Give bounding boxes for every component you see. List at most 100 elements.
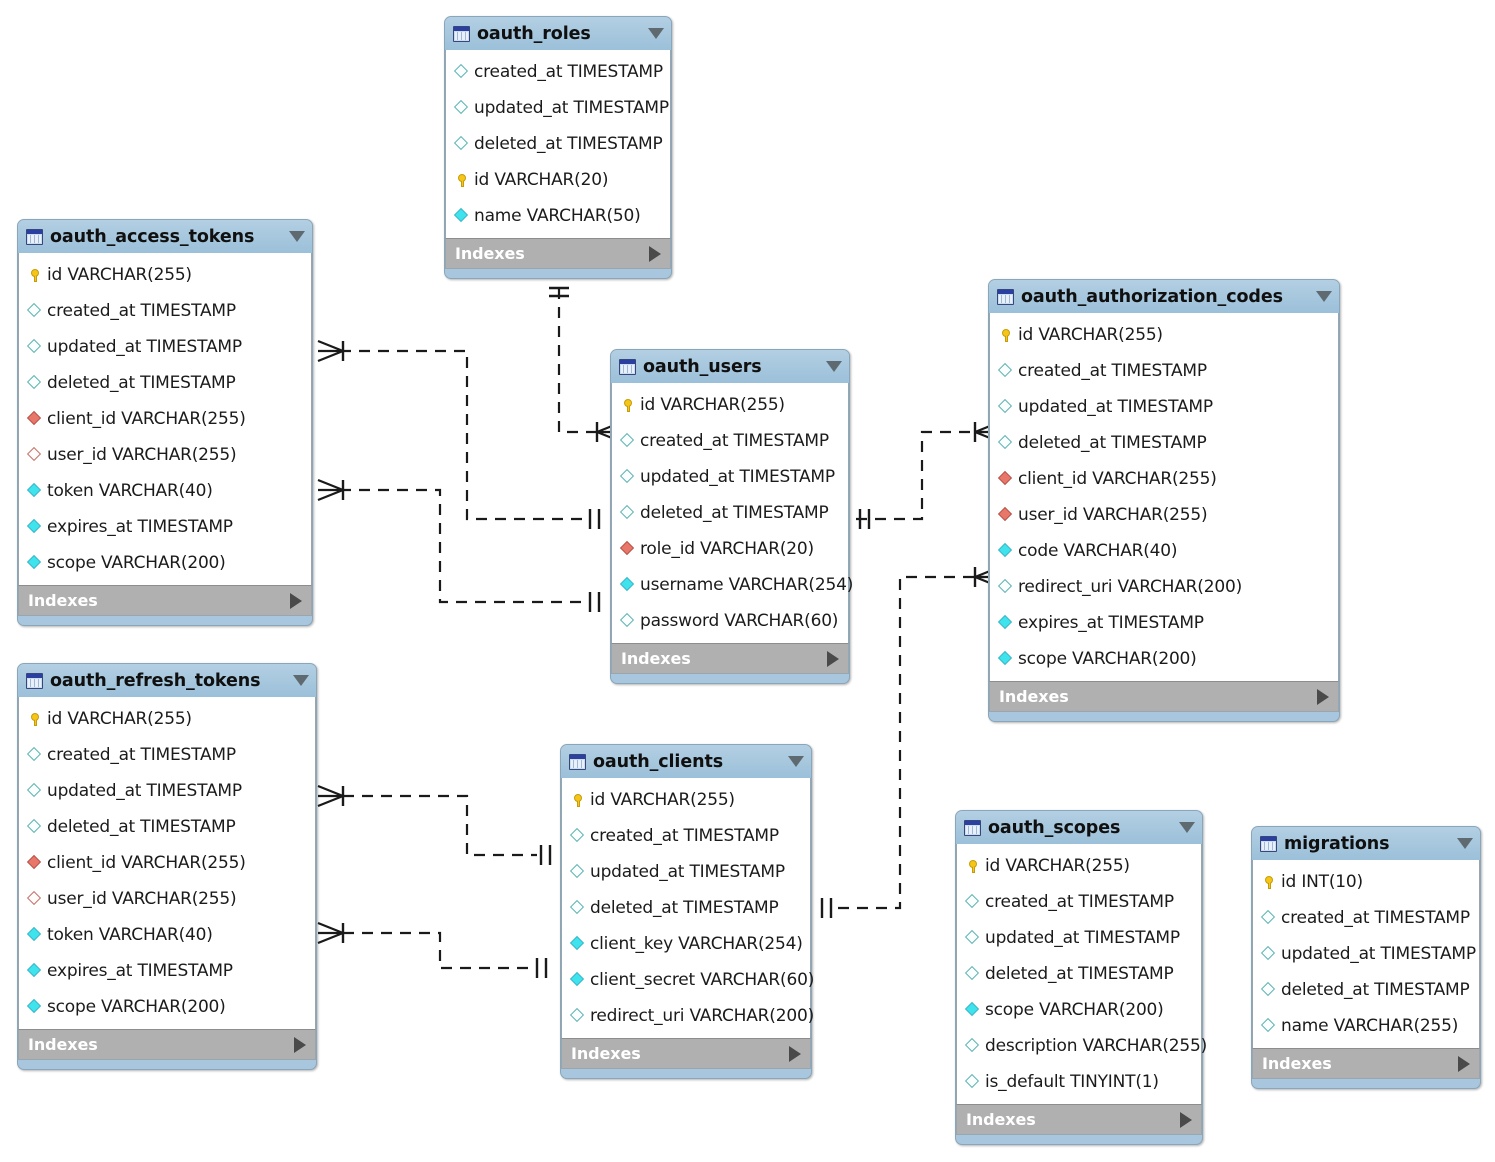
table-header-oauth_authorization_codes[interactable]: oauth_authorization_codes <box>989 280 1339 313</box>
expand-right-icon[interactable] <box>1317 688 1329 705</box>
expand-right-icon[interactable] <box>1458 1055 1470 1072</box>
expand-right-icon[interactable] <box>827 650 839 667</box>
column-row[interactable]: is_default TINYINT(1) <box>957 1064 1201 1100</box>
column-row[interactable]: id VARCHAR(255) <box>990 317 1338 353</box>
column-row[interactable]: deleted_at TIMESTAMP <box>19 365 311 401</box>
column-row[interactable]: scope VARCHAR(200) <box>990 641 1338 677</box>
column-row[interactable]: redirect_uri VARCHAR(200) <box>990 569 1338 605</box>
column-row[interactable]: deleted_at TIMESTAMP <box>19 809 315 845</box>
indexes-section-oauth_scopes[interactable]: Indexes <box>956 1104 1202 1135</box>
column-row[interactable]: user_id VARCHAR(255) <box>19 437 311 473</box>
column-row[interactable]: name VARCHAR(255) <box>1253 1008 1479 1044</box>
column-row[interactable]: name VARCHAR(50) <box>446 198 670 234</box>
column-row[interactable]: client_secret VARCHAR(60) <box>562 962 814 998</box>
indexes-section-oauth_refresh_tokens[interactable]: Indexes <box>18 1029 316 1060</box>
column-row[interactable]: client_id VARCHAR(255) <box>990 461 1338 497</box>
column-row[interactable]: id VARCHAR(20) <box>446 162 670 198</box>
column-row[interactable]: description VARCHAR(255) <box>957 1028 1207 1064</box>
column-row[interactable]: deleted_at TIMESTAMP <box>562 890 810 926</box>
column-row[interactable]: scope VARCHAR(200) <box>19 545 311 581</box>
column-row[interactable]: id VARCHAR(255) <box>957 848 1201 884</box>
column-row[interactable]: id VARCHAR(255) <box>562 782 810 818</box>
expand-right-icon[interactable] <box>294 1036 306 1053</box>
chevron-down-icon[interactable] <box>648 28 664 39</box>
column-row[interactable]: created_at TIMESTAMP <box>612 423 848 459</box>
expand-right-icon[interactable] <box>789 1045 801 1062</box>
indexes-section-oauth_roles[interactable]: Indexes <box>445 238 671 269</box>
column-row[interactable]: created_at TIMESTAMP <box>446 54 670 90</box>
column-row[interactable]: created_at TIMESTAMP <box>957 884 1201 920</box>
column-row[interactable]: created_at TIMESTAMP <box>990 353 1338 389</box>
column-row[interactable]: id VARCHAR(255) <box>612 387 848 423</box>
column-row[interactable]: expires_at TIMESTAMP <box>19 509 311 545</box>
column-row[interactable]: id VARCHAR(255) <box>19 701 315 737</box>
column-row[interactable]: deleted_at TIMESTAMP <box>1253 972 1479 1008</box>
column-row[interactable]: created_at TIMESTAMP <box>1253 900 1479 936</box>
column-row[interactable]: user_id VARCHAR(255) <box>990 497 1338 533</box>
column-row[interactable]: client_key VARCHAR(254) <box>562 926 810 962</box>
column-row[interactable]: updated_at TIMESTAMP <box>562 854 810 890</box>
indexes-section-oauth_users[interactable]: Indexes <box>611 643 849 674</box>
indexes-section-oauth_access_tokens[interactable]: Indexes <box>18 585 312 616</box>
table-header-migrations[interactable]: migrations <box>1252 827 1480 860</box>
table-header-oauth_clients[interactable]: oauth_clients <box>561 745 811 778</box>
chevron-down-icon[interactable] <box>788 756 804 767</box>
chevron-down-icon[interactable] <box>293 675 309 686</box>
table-header-oauth_refresh_tokens[interactable]: oauth_refresh_tokens <box>18 664 316 697</box>
column-row[interactable]: updated_at TIMESTAMP <box>446 90 670 126</box>
expand-right-icon[interactable] <box>290 592 302 609</box>
column-row[interactable]: deleted_at TIMESTAMP <box>446 126 670 162</box>
expand-right-icon[interactable] <box>1180 1111 1192 1128</box>
column-row[interactable]: deleted_at TIMESTAMP <box>990 425 1338 461</box>
column-row[interactable]: password VARCHAR(60) <box>612 603 848 639</box>
column-row[interactable]: scope VARCHAR(200) <box>957 992 1201 1028</box>
column-row[interactable]: updated_at TIMESTAMP <box>1253 936 1479 972</box>
not-null-column-icon <box>26 927 43 944</box>
chevron-down-icon[interactable] <box>1179 822 1195 833</box>
table-header-oauth_users[interactable]: oauth_users <box>611 350 849 383</box>
column-row[interactable]: username VARCHAR(254) <box>612 567 853 603</box>
column-row[interactable]: created_at TIMESTAMP <box>19 293 311 329</box>
column-row[interactable]: token VARCHAR(40) <box>19 917 315 953</box>
column-row[interactable]: updated_at TIMESTAMP <box>19 773 315 809</box>
indexes-section-oauth_clients[interactable]: Indexes <box>561 1038 811 1069</box>
column-row[interactable]: deleted_at TIMESTAMP <box>612 495 848 531</box>
indexes-section-oauth_authorization_codes[interactable]: Indexes <box>989 681 1339 712</box>
column-row[interactable]: role_id VARCHAR(20) <box>612 531 848 567</box>
column-row[interactable]: id INT(10) <box>1253 864 1479 900</box>
table-header-oauth_scopes[interactable]: oauth_scopes <box>956 811 1202 844</box>
column-row[interactable]: client_id VARCHAR(255) <box>19 401 311 437</box>
column-row[interactable]: updated_at TIMESTAMP <box>19 329 311 365</box>
table-header-oauth_access_tokens[interactable]: oauth_access_tokens <box>18 220 312 253</box>
table-migrations[interactable]: migrations id INT(10)created_at TIMESTAMP… <box>1251 826 1481 1089</box>
expand-right-icon[interactable] <box>649 245 661 262</box>
column-row[interactable]: redirect_uri VARCHAR(200) <box>562 998 814 1034</box>
column-row[interactable]: client_id VARCHAR(255) <box>19 845 315 881</box>
column-row[interactable]: expires_at TIMESTAMP <box>19 953 315 989</box>
column-row[interactable]: user_id VARCHAR(255) <box>19 881 315 917</box>
column-row[interactable]: updated_at TIMESTAMP <box>612 459 848 495</box>
column-row[interactable]: expires_at TIMESTAMP <box>990 605 1338 641</box>
column-row[interactable]: id VARCHAR(255) <box>19 257 311 293</box>
chevron-down-icon[interactable] <box>289 231 305 242</box>
table-header-oauth_roles[interactable]: oauth_roles <box>445 17 671 50</box>
column-row[interactable]: deleted_at TIMESTAMP <box>957 956 1201 992</box>
column-row[interactable]: scope VARCHAR(200) <box>19 989 315 1025</box>
chevron-down-icon[interactable] <box>1316 291 1332 302</box>
column-row[interactable]: updated_at TIMESTAMP <box>957 920 1201 956</box>
column-row[interactable]: created_at TIMESTAMP <box>562 818 810 854</box>
column-row[interactable]: token VARCHAR(40) <box>19 473 311 509</box>
column-row[interactable]: updated_at TIMESTAMP <box>990 389 1338 425</box>
chevron-down-icon[interactable] <box>1457 838 1473 849</box>
column-row[interactable]: created_at TIMESTAMP <box>19 737 315 773</box>
indexes-section-migrations[interactable]: Indexes <box>1252 1048 1480 1079</box>
chevron-down-icon[interactable] <box>826 361 842 372</box>
column-row[interactable]: code VARCHAR(40) <box>990 533 1338 569</box>
